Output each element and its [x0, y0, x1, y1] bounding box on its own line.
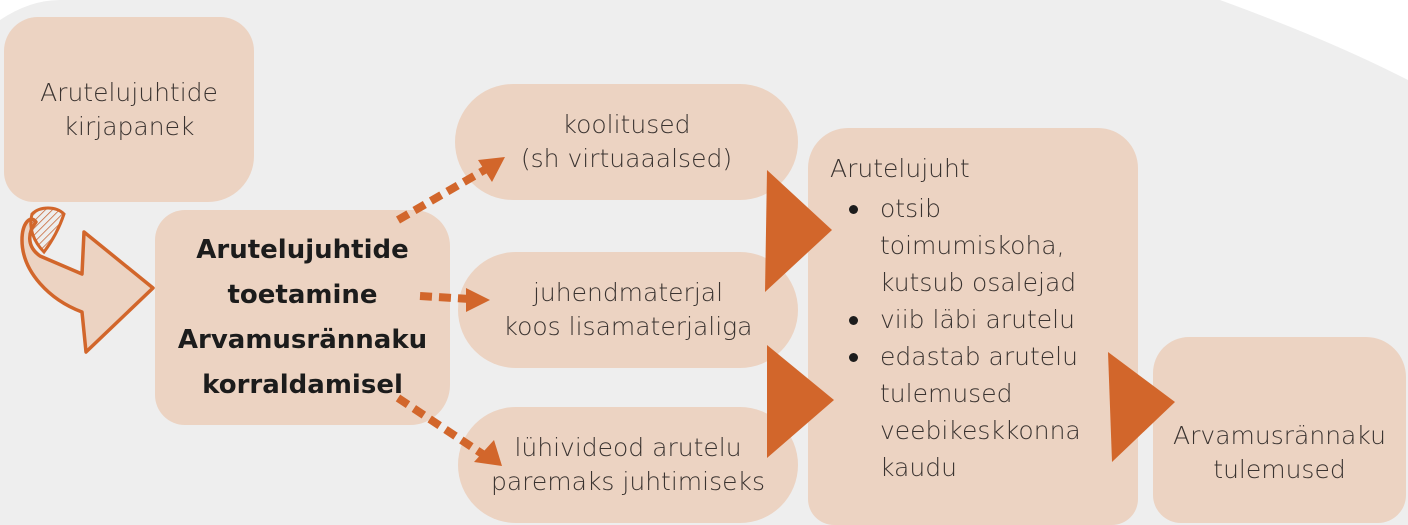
node-toetamine-line: Arvamusrännaku: [177, 324, 428, 355]
node-juhendmaterjal: juhendmaterjal koos lisamaterjaliga: [458, 252, 798, 368]
node-kirjapanek-line: Arutelujuhtide: [40, 77, 218, 107]
node-juhendmaterjal-line: juhendmaterjal: [532, 278, 724, 307]
list-item-line: edastab arutelu: [880, 342, 1078, 371]
list-item: viib läbi arutelu: [849, 301, 1081, 338]
list-item-line: kaudu: [880, 453, 957, 482]
node-toetamine-line: Arutelujuhtide: [196, 234, 409, 265]
list-item-line: otsib: [880, 194, 941, 223]
node-kirjapanek-line: kirjapanek: [63, 111, 195, 141]
node-tulemused-line: Arvamusrännaku: [1173, 421, 1386, 450]
list-item-line: veebikeskkonna: [880, 416, 1081, 445]
node-arutelujuht: Arutelujuht otsib toimumiskoha, kutsub o…: [808, 128, 1138, 525]
node-luhivideod-line: lühivideod arutelu: [514, 433, 742, 462]
node-koolitused-line: koolitused: [562, 110, 691, 139]
node-luhivideod: lühivideod arutelu paremaks juhtimiseks: [458, 407, 798, 523]
node-kirjapanek: Arutelujuhtide kirjapanek: [4, 17, 254, 202]
node-toetamine: Arutelujuhtide toetamine Arvamusrännaku …: [155, 210, 450, 425]
list-item-line: toimumiskoha,: [880, 231, 1065, 260]
arutelujuht-task-list: otsib toimumiskoha, kutsub osalejad viib…: [830, 190, 1081, 486]
node-tulemused-line: tulemused: [1213, 455, 1346, 484]
list-item-line: tulemused: [880, 379, 1013, 408]
node-tulemused: Arvamusrännaku tulemused: [1153, 337, 1406, 523]
node-toetamine-line: korraldamisel: [202, 369, 403, 400]
list-item-line: kutsub osalejad: [880, 268, 1077, 297]
node-arutelujuht-title: Arutelujuht: [830, 154, 970, 183]
list-item: otsib toimumiskoha, kutsub osalejad: [849, 190, 1081, 301]
list-item-line: viib läbi arutelu: [880, 305, 1075, 334]
node-koolitused: koolitused (sh virtuaaalsed): [455, 84, 798, 200]
list-item: edastab arutelu tulemused veebikeskkonna…: [849, 338, 1081, 486]
node-luhivideod-line: paremaks juhtimiseks: [490, 467, 765, 496]
node-juhendmaterjal-line: koos lisamaterjaliga: [503, 312, 753, 341]
node-toetamine-line: toetamine: [227, 279, 378, 310]
node-koolitused-line: (sh virtuaaalsed): [520, 144, 733, 173]
